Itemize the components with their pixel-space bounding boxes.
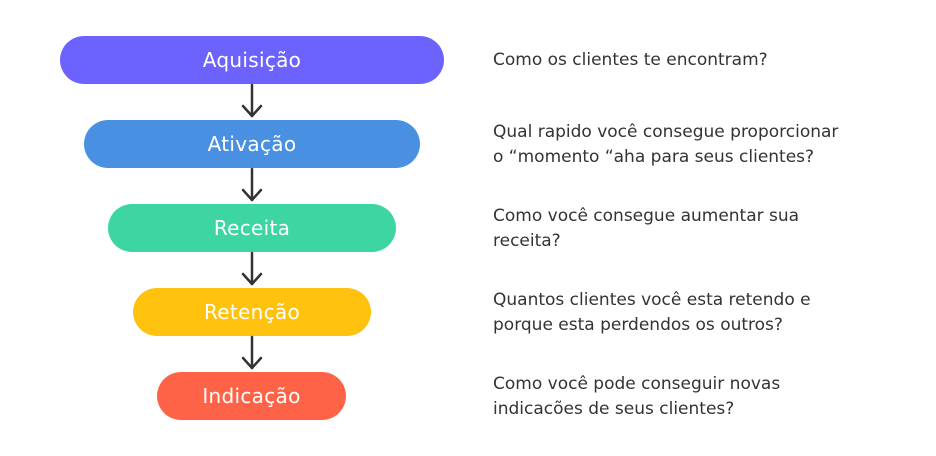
arrow-down-icon (241, 167, 263, 202)
stage-aquisicao: Aquisição (60, 36, 444, 84)
question-receita: Como você consegue aumentar sua receita? (493, 206, 800, 251)
question-aquisicao: Como os clientes te encontram? (493, 50, 768, 70)
question-ativacao: Qual rapido você consegue proporcionar o… (493, 122, 839, 167)
stage-retencao: Retenção (133, 288, 371, 336)
stage-indicacao: Indicação (157, 372, 346, 420)
arrow-down-icon (241, 83, 263, 118)
arrow-down-icon (241, 251, 263, 286)
stage-receita: Receita (108, 204, 396, 252)
question-indicacao: Como você pode conseguir novas indicacõe… (493, 374, 781, 419)
arrow-down-icon (241, 335, 263, 370)
question-retencao: Quantos clientes você esta retendo e por… (493, 290, 811, 335)
stage-ativacao: Ativação (84, 120, 420, 168)
